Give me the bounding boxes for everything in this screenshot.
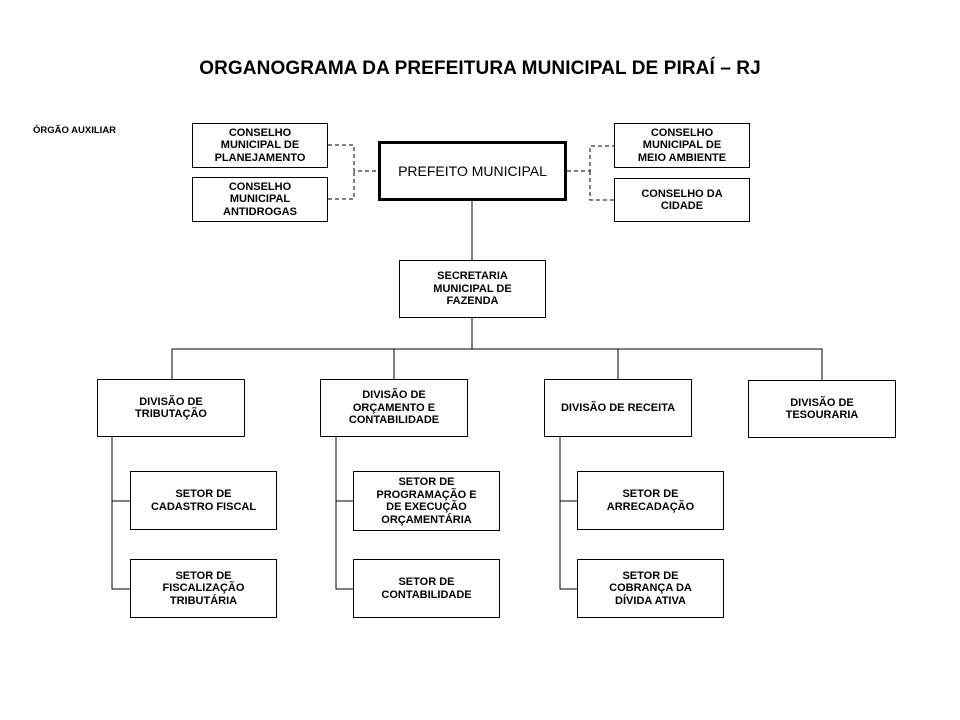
setor-fiscalizacao-box: SETOR DE FISCALIZAÇÃO TRIBUTÁRIA <box>130 559 277 618</box>
auxiliary-organ-label: ÓRGÃO AUXILIAR <box>33 125 117 136</box>
connector-cidade <box>589 171 614 201</box>
connector-planejamento <box>328 144 378 172</box>
secretaria-fazenda-box: SECRETARIA MUNICIPAL DE FAZENDA <box>399 260 546 318</box>
connector-orcamento-setores <box>335 437 353 590</box>
prefeito-municipal-box: PREFEITO MUNICIPAL <box>378 141 567 201</box>
connector-antidrogas <box>328 171 355 200</box>
conselho-meio-ambiente-box: CONSELHO MUNICIPAL DE MEIO AMBIENTE <box>614 123 750 168</box>
setor-cadastro-box: SETOR DE CADASTRO FISCAL <box>130 471 277 530</box>
conselho-antidrogas-box: CONSELHO MUNICIPAL ANTIDROGAS <box>192 177 328 222</box>
connector-secretaria-divisoes <box>171 318 823 380</box>
conselho-cidade-box: CONSELHO DA CIDADE <box>614 178 750 222</box>
connector-meio-ambiente <box>567 145 614 172</box>
divisao-orcamento-box: DIVISÃO DE ORÇAMENTO E CONTABILIDADE <box>320 379 468 437</box>
setor-cobranca-box: SETOR DE COBRANÇA DA DÍVIDA ATIVA <box>577 559 724 618</box>
setor-contabilidade-box: SETOR DE CONTABILIDADE <box>353 559 500 618</box>
setor-arrecadacao-box: SETOR DE ARRECADAÇÃO <box>577 471 724 530</box>
setor-programacao-box: SETOR DE PROGRAMAÇÃO E DE EXECUÇÃO ORÇAM… <box>353 471 500 531</box>
conselho-planejamento-box: CONSELHO MUNICIPAL DE PLANEJAMENTO <box>192 123 328 168</box>
connector-receita-setores <box>559 437 577 590</box>
divisao-receita-box: DIVISÃO DE RECEITA <box>544 379 692 437</box>
divisao-tributacao-box: DIVISÃO DE TRIBUTAÇÃO <box>97 379 245 437</box>
connector-tributacao-setores <box>111 437 130 590</box>
chart-title: ORGANOGRAMA DA PREFEITURA MUNICIPAL DE P… <box>199 58 761 79</box>
divisao-tesouraria-box: DIVISÃO DE TESOURARIA <box>748 380 896 438</box>
